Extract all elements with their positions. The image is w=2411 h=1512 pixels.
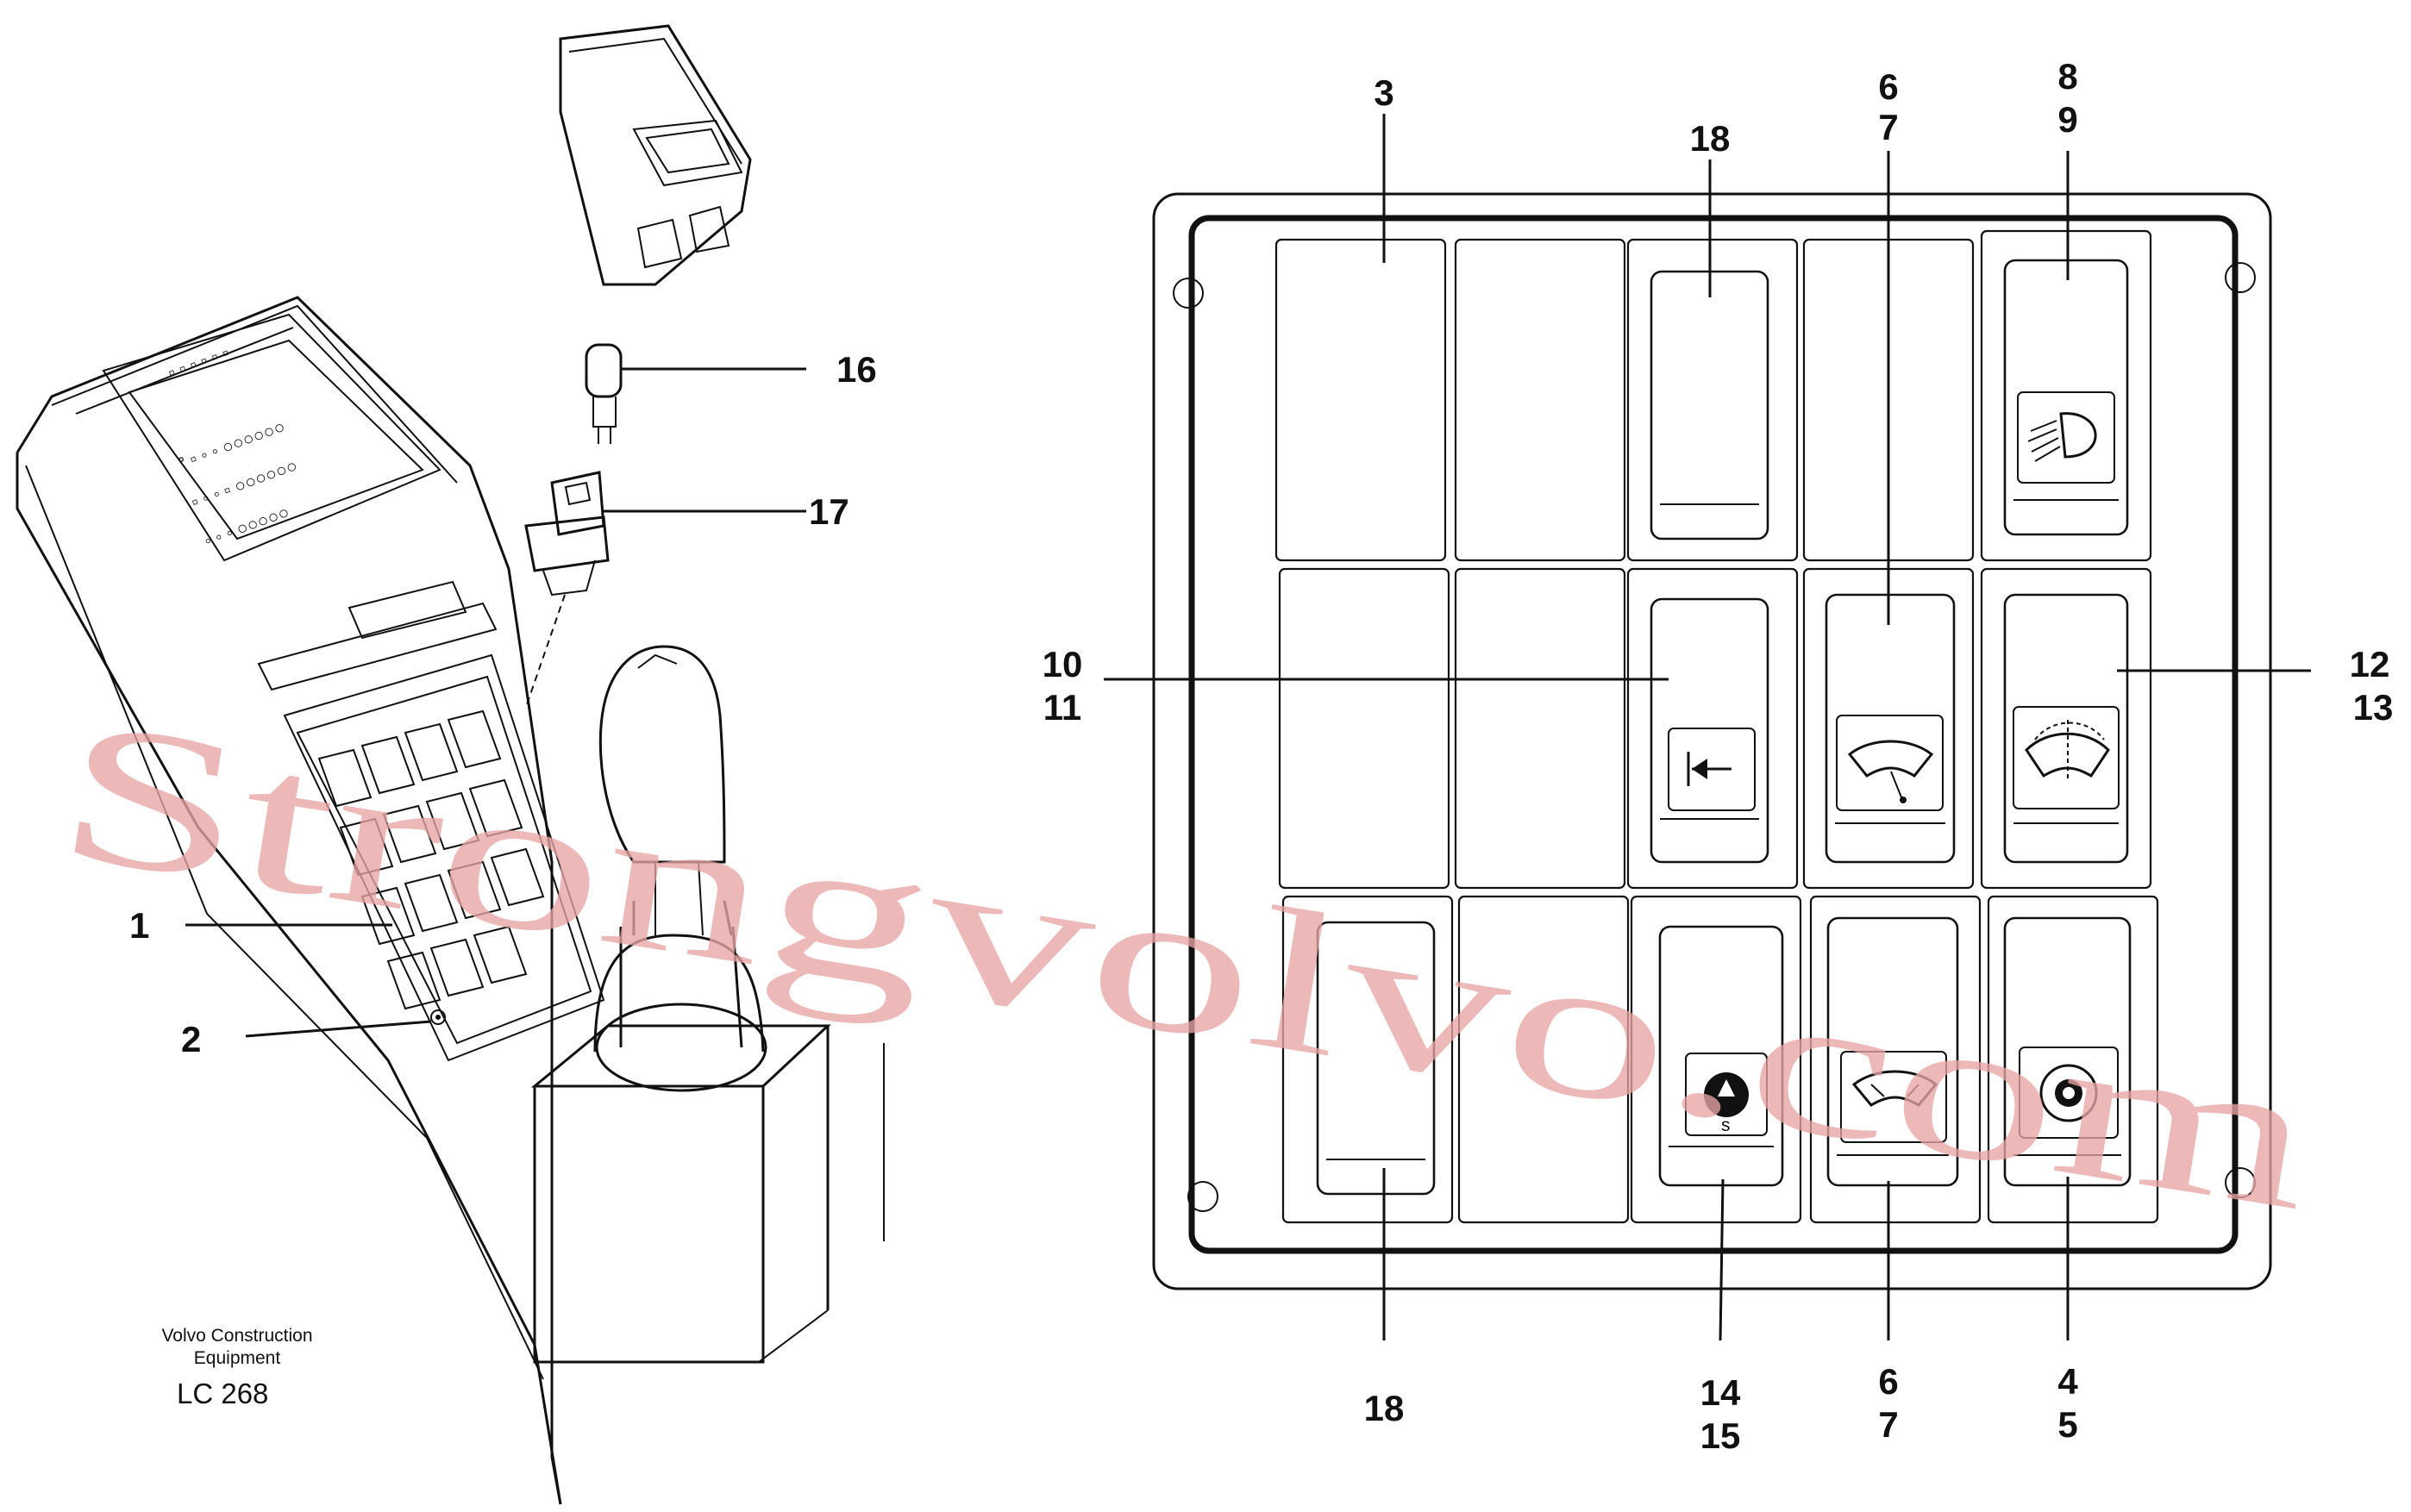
caption-line-1: Volvo Construction xyxy=(161,1326,312,1346)
callout-6-bottom: 6 xyxy=(1878,1361,1898,1402)
callout-6-top: 6 xyxy=(1878,66,1898,107)
switch-8-9 xyxy=(2003,259,2129,536)
callout-18-bottom: 18 xyxy=(1364,1388,1405,1428)
callout-12: 12 xyxy=(2350,644,2390,684)
caption-line-2: Equipment xyxy=(194,1348,281,1368)
callout-18-top: 18 xyxy=(1690,118,1731,159)
callout-11: 11 xyxy=(1043,687,1081,728)
switch-14-15: s xyxy=(1658,925,1784,1187)
arrow-left-icon xyxy=(1687,752,1732,786)
switch-4-5 xyxy=(2003,916,2132,1187)
console-switch-grid xyxy=(317,709,545,1010)
wiper-icon xyxy=(1847,740,1934,803)
callout-15: 15 xyxy=(1700,1415,1741,1456)
intermittent-wiper-icon xyxy=(1851,1070,1938,1107)
callout-17: 17 xyxy=(809,491,849,532)
callout-4: 4 xyxy=(2057,1361,2078,1402)
bulb xyxy=(585,343,623,444)
callout-9: 9 xyxy=(2057,99,2077,140)
callout-8: 8 xyxy=(2057,56,2077,97)
work-light-icon xyxy=(2027,412,2097,462)
drawing-code: LC 268 xyxy=(177,1378,268,1409)
blank-switch-18-top xyxy=(1650,270,1769,540)
switch-10-11 xyxy=(1650,597,1769,864)
callout-2: 2 xyxy=(181,1019,201,1059)
blank-switch-18-bottom xyxy=(1316,921,1436,1196)
callout-10: 10 xyxy=(1043,644,1083,684)
bulb-holder xyxy=(524,471,610,597)
callout-16: 16 xyxy=(836,349,877,390)
callout-1: 1 xyxy=(129,905,149,946)
joystick xyxy=(530,645,885,1364)
callout-7-bottom: 7 xyxy=(1878,1404,1898,1445)
instrument-markings: ▫ ▫ ▫ ▫ ▫ ▫ ᐤ ▫ ◦ ◦ ○○○○○○ ▫ ◦ ◦ ▫ ○○○○○… xyxy=(166,343,300,552)
horn-icon: s xyxy=(1704,1072,1749,1135)
switch-6-7-bottom xyxy=(1826,916,1959,1187)
switch-6-7-top xyxy=(1825,593,1956,864)
callout-7-top: 7 xyxy=(1878,107,1898,147)
callout-13: 13 xyxy=(2353,687,2394,728)
svg-text:s: s xyxy=(1721,1115,1731,1135)
washer-wiper-icon xyxy=(2025,720,2110,780)
beacon-icon xyxy=(2039,1064,2098,1122)
callout-3: 3 xyxy=(1374,72,1393,113)
rocker-switch-exploded xyxy=(559,24,752,286)
switch-panel: s xyxy=(1152,192,2272,1290)
callout-5: 5 xyxy=(2057,1404,2077,1445)
screw xyxy=(430,1009,446,1025)
callout-14: 14 xyxy=(1700,1372,1741,1413)
switch-12-13 xyxy=(2003,593,2129,864)
